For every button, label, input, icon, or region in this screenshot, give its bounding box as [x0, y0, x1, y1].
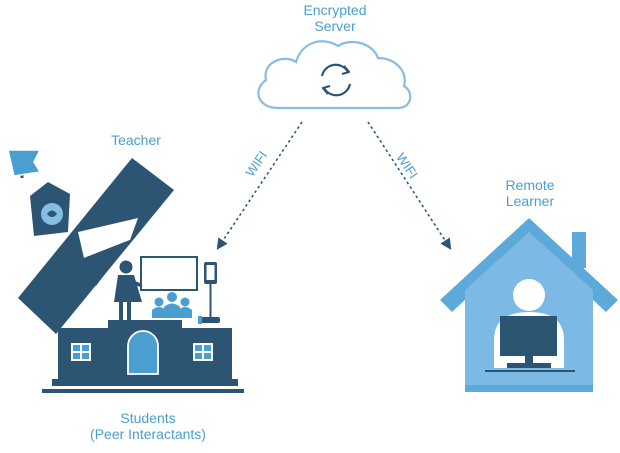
server-label: Encrypted Server	[284, 2, 386, 34]
student-group-icon	[152, 292, 192, 318]
remote-label-line2: Learner	[505, 193, 555, 209]
remote-label-line1: Remote	[505, 177, 555, 193]
tablet-stand-icon	[198, 262, 220, 324]
teacher-label: Teacher	[96, 132, 176, 148]
students-label-line1: Students	[120, 410, 176, 426]
remote-learner-label: Remote Learner	[482, 177, 578, 209]
remote-learner-icon	[485, 279, 575, 372]
wifi-link-right	[367, 121, 452, 250]
teacher-label-text: Teacher	[111, 132, 161, 148]
cloud-icon	[257, 40, 412, 110]
server-label-line1: Encrypted	[303, 2, 367, 18]
students-label: Students (Peer Interactants)	[68, 410, 228, 442]
server-label-line2: Server	[314, 18, 356, 34]
wifi-link-left	[216, 121, 303, 250]
whiteboard-icon	[140, 256, 198, 291]
sync-icon	[320, 63, 352, 97]
teacher-icon	[114, 260, 148, 322]
school-building-icon	[42, 320, 244, 393]
telepresence-robot-icon	[7, 149, 174, 334]
students-label-line2: (Peer Interactants)	[90, 426, 206, 442]
